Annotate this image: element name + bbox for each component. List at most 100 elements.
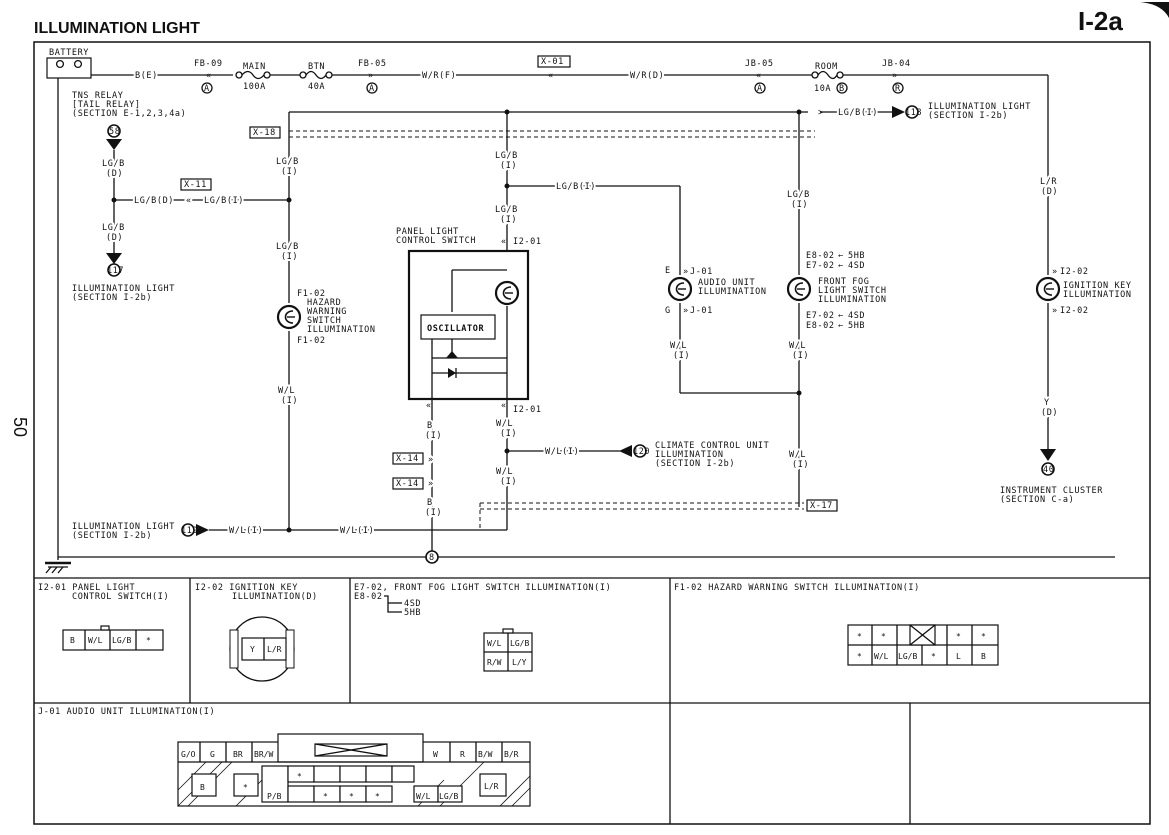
front-fog-branch: LG/B (I) E8-02 ← 5HB E7-02 ← 4SD FRONT F… (785, 109, 887, 507)
svg-text:5HB: 5HB (848, 251, 865, 261)
svg-text:ILLUMINATION(D): ILLUMINATION(D) (232, 592, 318, 602)
svg-text:*: * (146, 636, 151, 645)
svg-text:LG/B: LG/B (787, 190, 810, 200)
svg-text:E7-02: E7-02 (806, 261, 835, 271)
tns-relay-label: TNS RELAY (72, 91, 123, 101)
fog-lamp-icon (786, 276, 812, 302)
svg-text:E7-02: E7-02 (806, 311, 835, 321)
connector-r (892, 82, 904, 94)
svg-text:(SECTION E-1,2,3,4a): (SECTION E-1,2,3,4a) (72, 109, 186, 119)
audio-lamp-icon (667, 276, 693, 302)
svg-text:L/R: L/R (267, 645, 282, 654)
front-fog-label: FRONT FOG (818, 277, 869, 287)
svg-text:«: « (548, 71, 554, 81)
svg-text:LG/B: LG/B (510, 639, 529, 648)
hazard-warning-label: HAZARD (307, 298, 341, 308)
panel-light-control-switch: PANEL LIGHT CONTROL SWITCH OSCILLATOR « … (396, 227, 542, 415)
svg-text:LG/B: LG/B (898, 652, 917, 661)
arrow-right-icon (892, 106, 905, 118)
battery-supply-line: BATTERY B(E) FB-09 « A MAIN 100A BTN 40A… (46, 48, 1049, 275)
hazard-lamp-icon (276, 304, 302, 330)
svg-text:»: » (428, 479, 434, 489)
svg-text:X-14: X-14 (396, 454, 419, 464)
climate-control-label: CLIMATE CONTROL UNIT (655, 441, 769, 451)
svg-text:W/L(I): W/L(I) (340, 526, 374, 536)
svg-text:(SECTION I-2b): (SECTION I-2b) (655, 459, 735, 469)
svg-text:W/L: W/L (789, 450, 806, 460)
panel-output-wires: B (I) X-14 X-14 » » B (I) W/L (I) W/L(I)… (392, 399, 769, 557)
svg-text:W/L(I): W/L(I) (229, 526, 263, 536)
svg-text:W/L: W/L (487, 639, 502, 648)
svg-text:←: ← (838, 321, 844, 331)
svg-text:58: 58 (109, 127, 120, 137)
svg-text:CONTROL SWITCH: CONTROL SWITCH (396, 236, 476, 246)
connector-a-1 (201, 82, 213, 94)
audio-unit-label: AUDIO UNIT (698, 278, 755, 288)
badge-40 (1041, 462, 1055, 476)
ignition-lamp-icon (1035, 276, 1061, 302)
connector-fog-title: E7-02, FRONT FOG LIGHT SWITCH ILLUMINATI… (354, 583, 611, 593)
svg-text:X-17: X-17 (810, 501, 833, 511)
svg-text:W: W (433, 750, 438, 759)
arrow-down-icon (106, 139, 122, 150)
badge-119 (181, 523, 195, 537)
svg-text:119: 119 (181, 526, 198, 536)
svg-text:LG/B: LG/B (495, 151, 518, 161)
wire-label-be: B(E) (135, 71, 158, 81)
svg-text:←: ← (838, 251, 844, 261)
svg-text:(I): (I) (281, 167, 298, 177)
svg-text:(D): (D) (106, 169, 123, 179)
svg-text:E8-02: E8-02 (806, 251, 835, 261)
svg-text:CONTROL SWITCH(I): CONTROL SWITCH(I) (72, 592, 169, 602)
svg-text:B/W: B/W (478, 750, 493, 759)
svg-text:*: * (981, 632, 986, 641)
svg-text:(SECTION I-2b): (SECTION I-2b) (72, 531, 152, 541)
svg-text:W/L: W/L (88, 636, 103, 645)
svg-text:L: L (956, 652, 961, 661)
illumination-light-label-3: ILLUMINATION LIGHT (72, 522, 175, 532)
svg-text:5HB: 5HB (404, 608, 421, 618)
connector-f1-02-title: F1-02 HAZARD WARNING SWITCH ILLUMINATION… (674, 583, 920, 593)
svg-text:»: » (892, 71, 898, 81)
svg-text:»: » (683, 267, 689, 277)
svg-text:(D): (D) (1041, 187, 1058, 197)
svg-text:(I): (I) (500, 477, 517, 487)
diagram-frame (33, 41, 1151, 825)
svg-text:120: 120 (633, 447, 650, 457)
svg-text:*: * (857, 632, 862, 641)
wire-label-wrf: W/R(F) (422, 71, 456, 81)
x01-connector (537, 55, 571, 68)
fb05-label: FB-05 (358, 59, 387, 69)
svg-text:ILLUMINATION: ILLUMINATION (1063, 290, 1132, 300)
connector-fog: W/L LG/B R/W L/Y (483, 628, 533, 672)
svg-text:P/B: P/B (267, 792, 282, 801)
svg-text:LG/B: LG/B (102, 159, 125, 169)
main-fuse-amp: 100A (243, 82, 266, 92)
fb09-label: FB-09 (194, 59, 223, 69)
svg-text:(I): (I) (281, 396, 298, 406)
x14-connector-1 (392, 452, 424, 465)
lgb-bus: > LG/B(I) 118 ILLUMINATION LIGHT (SECTIO… (249, 102, 1030, 139)
hazard-branch: LG/B (I) LG/B (I) F1-02 HAZARD WARNING S… (274, 112, 375, 533)
connector-f1-02: * * * * * W/L LG/B * L B (847, 624, 999, 666)
x14-connector-2 (392, 477, 424, 490)
instrument-cluster-label: INSTRUMENT CLUSTER (1000, 486, 1103, 496)
btn-fuse-amp: 40A (308, 82, 325, 92)
svg-text:*: * (297, 772, 302, 781)
svg-text:W/L: W/L (789, 341, 806, 351)
x17-bus: X-17 (479, 499, 838, 530)
svg-text:LG/B: LG/B (112, 636, 131, 645)
x18-connector (249, 126, 281, 139)
svg-text:ILLUMINATION: ILLUMINATION (698, 287, 767, 297)
panel-light-label: PANEL LIGHT (396, 227, 459, 237)
badge-120 (633, 444, 647, 458)
svg-text:[TAIL RELAY]: [TAIL RELAY] (72, 100, 141, 110)
corner-tab (1140, 2, 1169, 18)
svg-text:B: B (200, 783, 205, 792)
svg-text:I2-01: I2-01 (513, 405, 542, 415)
svg-text:ILLUMINATION: ILLUMINATION (818, 295, 887, 305)
svg-text:LG/B(I): LG/B(I) (556, 182, 596, 192)
svg-text:(I): (I) (425, 508, 442, 518)
jb05-label: JB-05 (745, 59, 774, 69)
svg-text:(I): (I) (792, 460, 809, 470)
